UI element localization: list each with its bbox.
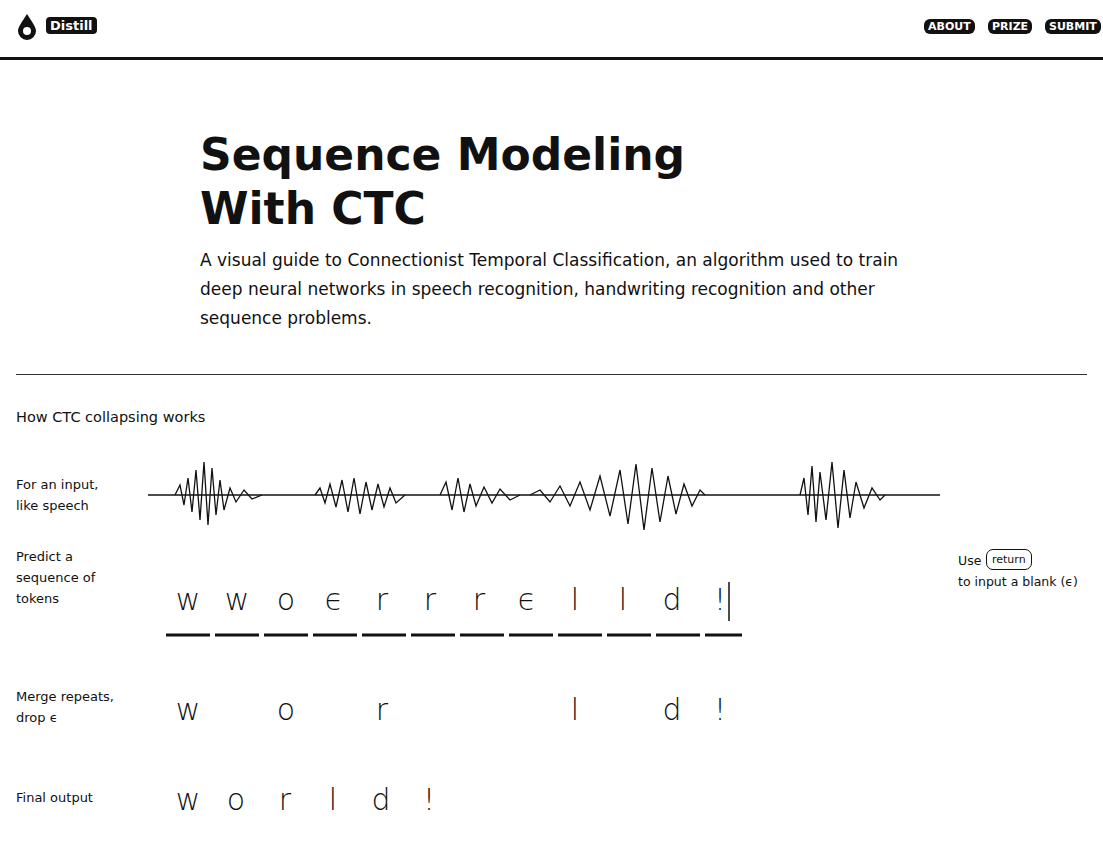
nav-link: SUBMIT (1045, 19, 1101, 34)
output-token: d (371, 780, 390, 820)
merged-token: w (176, 690, 201, 730)
output-token: ! (423, 780, 435, 820)
token: o (277, 580, 295, 620)
row-label: Predict a sequence of tokens (16, 546, 106, 609)
page-title: Sequence Modeling With CTC (200, 128, 720, 236)
logo-drop (18, 14, 36, 40)
hint-text: to input a blank (ϵ) (958, 574, 1078, 589)
section-rule (16, 374, 1087, 375)
nav-link: PRIZE (988, 19, 1032, 34)
merged-token: o (277, 690, 295, 730)
token: l (571, 580, 579, 620)
row-label: Final output (16, 790, 93, 805)
row-label: For an input, like speech (16, 474, 116, 516)
merged-token: r (376, 690, 388, 730)
merged-token: l (571, 690, 579, 730)
waveform (148, 462, 940, 530)
output-token: r (279, 780, 291, 820)
output-token: o (227, 780, 245, 820)
section-heading: How CTC collapsing works (16, 409, 205, 425)
token: w (225, 580, 250, 620)
token: r (424, 580, 436, 620)
output-token: w (176, 780, 201, 820)
token: ! (714, 580, 726, 620)
token-underlines (166, 634, 742, 637)
text-cursor (728, 582, 730, 621)
output-token: l (329, 780, 337, 820)
logo-text: Distill (46, 17, 97, 34)
token: d (662, 580, 681, 620)
hint-text: Use (958, 553, 981, 568)
row-label: Merge repeats, drop ϵ (16, 686, 121, 728)
header-rule (0, 57, 1103, 60)
merged-token: d (662, 690, 681, 730)
token: w (176, 580, 201, 620)
token: r (473, 580, 485, 620)
subtitle: A visual guide to Connectionist Temporal… (200, 246, 915, 333)
nav-link: ABOUT (924, 19, 975, 34)
key-label: return (992, 553, 1026, 566)
token: r (376, 580, 388, 620)
token: l (619, 580, 627, 620)
token: ϵ (325, 580, 343, 620)
token: ϵ (518, 580, 536, 620)
merged-token: ! (714, 690, 726, 730)
key-cap: return (986, 549, 1032, 570)
